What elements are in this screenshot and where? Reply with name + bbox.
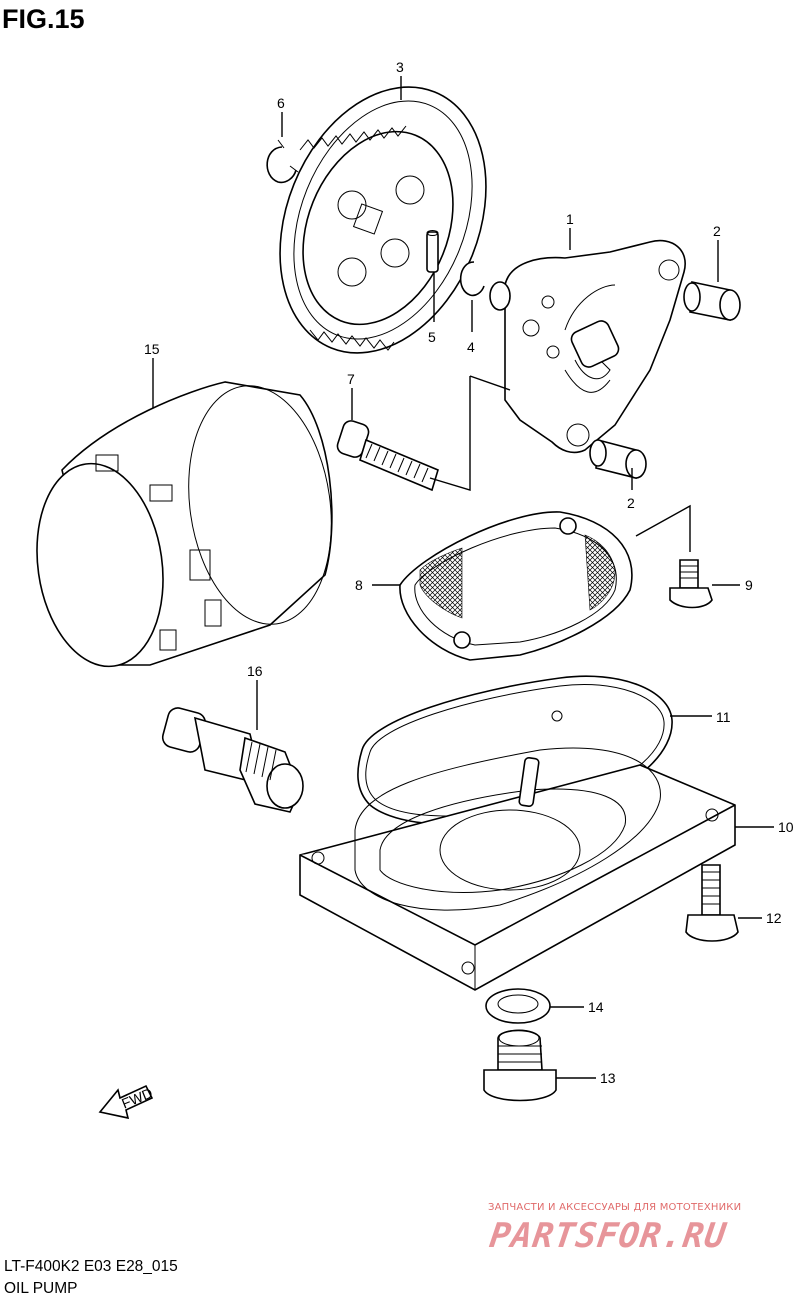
- callout-2-upper: 2: [713, 223, 721, 239]
- callout-14: 14: [588, 999, 604, 1015]
- leader-lines: [152, 76, 774, 1079]
- shaft-circlip: [459, 261, 485, 297]
- strainer-bolt: [669, 559, 713, 609]
- watermark-brand: PARTSFOR.RU: [487, 1216, 729, 1256]
- watermark-tagline: ЗАПЧАСТИ И АКСЕССУАРЫ ДЛЯ МОТОТЕХНИКИ: [488, 1202, 742, 1213]
- callout-3: 3: [396, 59, 404, 75]
- callout-16: 16: [247, 663, 263, 679]
- callout-8: 8: [355, 577, 363, 593]
- callout-15: 15: [144, 341, 160, 357]
- pin: [426, 230, 439, 273]
- dowel-pin-upper: [683, 281, 741, 321]
- callout-6: 6: [277, 95, 285, 111]
- oil-pressure-switch: [161, 707, 304, 813]
- fwd-label: FWD: [119, 1085, 155, 1112]
- dowel-pin-lower: [589, 438, 647, 480]
- callout-7: 7: [347, 371, 355, 387]
- callout-13: 13: [600, 1070, 616, 1086]
- callout-12: 12: [766, 910, 782, 926]
- case-bolt: [685, 864, 739, 942]
- callout-1: 1: [566, 211, 574, 227]
- oil-filter: [36, 381, 333, 668]
- drain-plug-gasket: [485, 988, 551, 1024]
- oil-pump-assembly: [489, 239, 686, 454]
- circlip: [266, 146, 297, 184]
- figure-name: OIL PUMP: [4, 1280, 78, 1297]
- model-code: LT-F400K2 E03 E28_015: [4, 1258, 178, 1275]
- oil-sump-case: [299, 710, 736, 991]
- callout-11: 11: [716, 709, 731, 725]
- drain-plug: [483, 1029, 557, 1102]
- pump-screw: [336, 420, 439, 492]
- callout-10: 10: [778, 819, 794, 835]
- forward-direction-arrow: FWD: [98, 1085, 155, 1120]
- oil-strainer-gasket: [399, 511, 633, 661]
- callout-4: 4: [467, 339, 475, 355]
- callout-2-lower: 2: [627, 495, 635, 511]
- figure-title: FIG.15: [2, 4, 85, 34]
- callout-5: 5: [428, 329, 436, 345]
- callout-9: 9: [745, 577, 753, 593]
